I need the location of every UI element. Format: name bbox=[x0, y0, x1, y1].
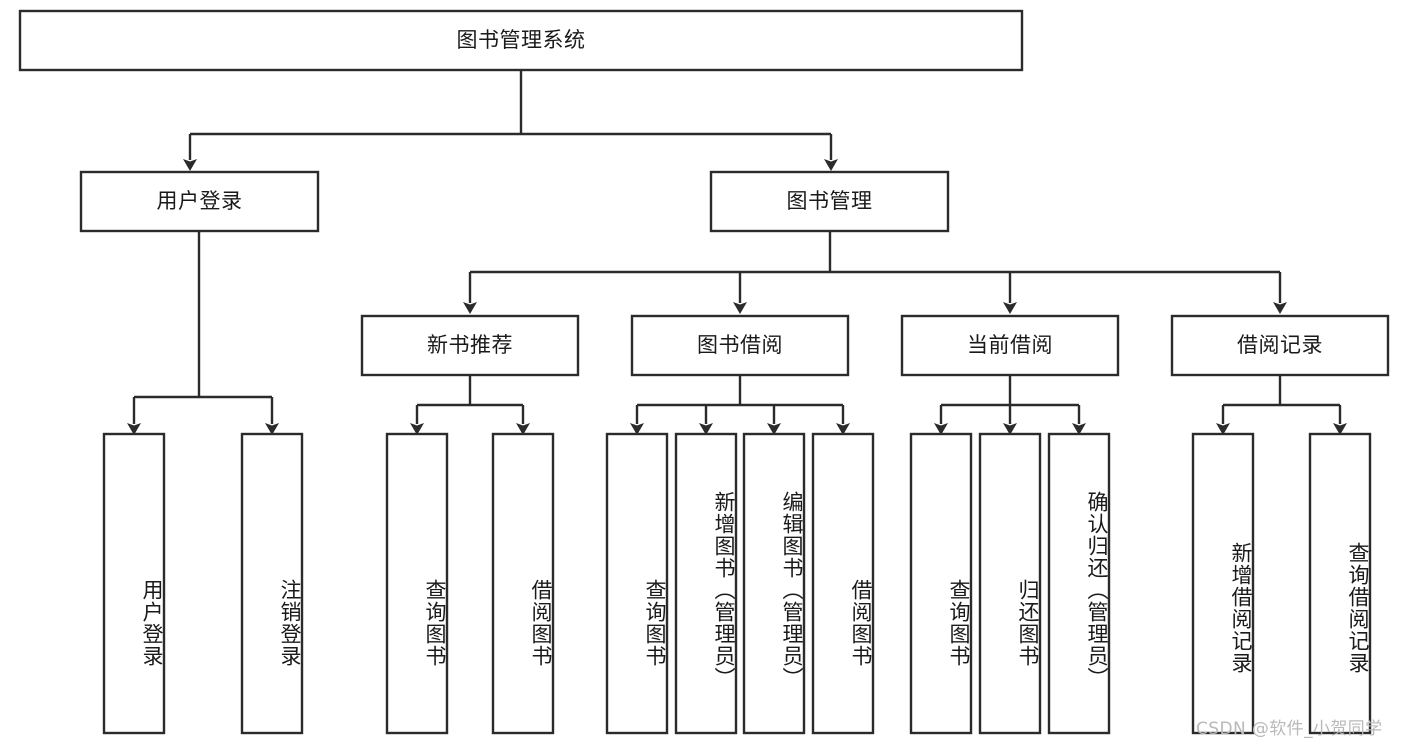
node-box-leaf-current-borrow-2[interactable] bbox=[978, 432, 1042, 735]
node-box-leaf-current-borrow-1[interactable] bbox=[909, 432, 973, 735]
node-box-leaf-book-borrow-2[interactable] bbox=[674, 432, 738, 735]
node-box-leaf-book-borrow-1[interactable] bbox=[605, 432, 669, 735]
node-box-leaf-borrow-record-2[interactable] bbox=[1308, 432, 1372, 735]
node-box-leaf-user-login-1[interactable] bbox=[102, 432, 166, 735]
node-box-current-borrow[interactable] bbox=[900, 314, 1120, 377]
node-box-book-manage[interactable] bbox=[709, 170, 950, 233]
node-box-new-book-recommend[interactable] bbox=[360, 314, 580, 377]
csdn-watermark: CSDN @软件_小贺同学 bbox=[1196, 719, 1383, 739]
node-box-leaf-user-login-2[interactable] bbox=[240, 432, 304, 735]
node-box-user-login[interactable] bbox=[79, 170, 320, 233]
node-box-leaf-current-borrow-3[interactable] bbox=[1047, 432, 1111, 735]
node-box-leaf-new-book-2[interactable] bbox=[491, 432, 555, 735]
node-box-book-borrow[interactable] bbox=[630, 314, 850, 377]
node-box-leaf-new-book-1[interactable] bbox=[385, 432, 449, 735]
node-box-leaf-book-borrow-3[interactable] bbox=[742, 432, 806, 735]
node-box-leaf-book-borrow-4[interactable] bbox=[811, 432, 875, 735]
node-box-borrow-record[interactable] bbox=[1170, 314, 1390, 377]
node-box-root[interactable] bbox=[18, 9, 1024, 72]
node-box-leaf-borrow-record-1[interactable] bbox=[1191, 432, 1255, 735]
